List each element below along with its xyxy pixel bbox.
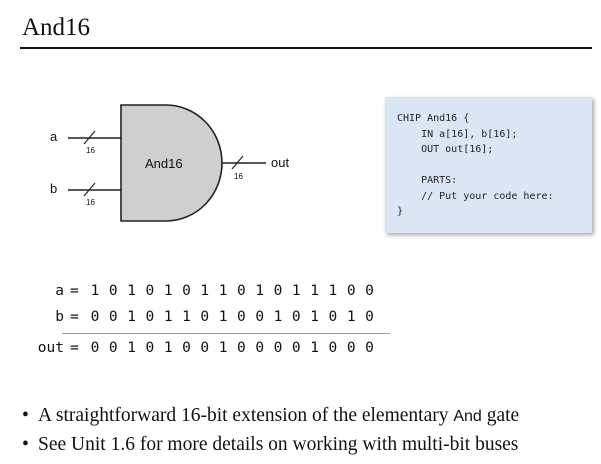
bit-row-equals: = bbox=[70, 283, 79, 299]
bit-value: 1 bbox=[328, 283, 338, 299]
bit-value: 0 bbox=[145, 340, 155, 356]
hdl-code-box: CHIP And16 { IN a[16], b[16]; OUT out[16… bbox=[385, 97, 592, 233]
bit-value: 0 bbox=[108, 283, 118, 299]
hdl-line: // Put your code here: bbox=[397, 190, 554, 202]
bit-value: 1 bbox=[273, 309, 283, 325]
bullet-code: And bbox=[453, 408, 482, 425]
bit-value: 0 bbox=[273, 340, 283, 356]
bit-value: 1 bbox=[200, 283, 210, 299]
bit-value: 0 bbox=[346, 283, 356, 299]
gate-label: And16 bbox=[145, 156, 183, 171]
bit-value: 1 bbox=[163, 309, 173, 325]
and-gate-body bbox=[120, 104, 223, 222]
bit-value: 1 bbox=[310, 309, 319, 325]
bullet-text: See Unit 1.6 for more details on working… bbox=[38, 434, 519, 455]
bit-value: 0 bbox=[182, 283, 191, 299]
bit-row-equals: = bbox=[70, 309, 79, 325]
bit-value: 0 bbox=[365, 340, 374, 356]
bit-value: 1 bbox=[127, 340, 136, 356]
bit-value: 1 bbox=[90, 283, 100, 299]
bit-value: 1 bbox=[127, 309, 136, 325]
hdl-line: CHIP And16 { bbox=[397, 113, 470, 124]
bit-value: 1 bbox=[218, 283, 228, 299]
bit-value: 1 bbox=[218, 340, 228, 356]
bit-row-name: a bbox=[55, 283, 64, 299]
input-b-width-label: 16 bbox=[86, 198, 95, 207]
hdl-line: OUT out[16]; bbox=[397, 144, 494, 155]
input-b-label: b bbox=[50, 181, 57, 196]
input-a-label: a bbox=[50, 129, 58, 144]
bullet-list: • A straightforward 16-bit extension of t… bbox=[22, 405, 519, 463]
bit-value: 0 bbox=[291, 309, 301, 325]
bit-row-equals: = bbox=[70, 340, 79, 356]
bit-value: 0 bbox=[273, 283, 283, 299]
bit-value: 1 bbox=[218, 309, 228, 325]
bit-value: 1 bbox=[310, 340, 319, 356]
bullet-tail: gate bbox=[481, 405, 520, 426]
bit-value: 0 bbox=[346, 340, 356, 356]
bit-value: 1 bbox=[310, 283, 319, 299]
bit-value: 0 bbox=[200, 309, 210, 325]
bit-value: 1 bbox=[182, 309, 191, 325]
bit-value: 0 bbox=[200, 340, 210, 356]
bit-value: 1 bbox=[255, 283, 265, 299]
bit-value: 0 bbox=[145, 283, 155, 299]
bullet-dot: • bbox=[22, 405, 29, 426]
output-label: out bbox=[271, 155, 289, 170]
hdl-line bbox=[397, 158, 592, 174]
bit-value: 1 bbox=[163, 340, 173, 356]
bit-row-name: b bbox=[55, 309, 64, 325]
bit-row-name: out bbox=[37, 340, 64, 356]
bit-value: 0 bbox=[255, 309, 265, 325]
bit-value: 0 bbox=[90, 340, 100, 356]
hdl-line: IN a[16], b[16]; bbox=[397, 128, 518, 140]
bit-value: 0 bbox=[182, 340, 191, 356]
bit-value: 0 bbox=[328, 340, 338, 356]
bit-value: 0 bbox=[237, 309, 246, 325]
bullet-item: • See Unit 1.6 for more details on workin… bbox=[22, 434, 519, 463]
bullet-text: A straightforward 16-bit extension of th… bbox=[38, 405, 454, 426]
bit-value: 1 bbox=[291, 283, 301, 299]
output-bus-slash bbox=[231, 155, 244, 170]
bit-value: 0 bbox=[291, 340, 301, 356]
bullet-item: • A straightforward 16-bit extension of t… bbox=[22, 405, 519, 434]
bullet-dot: • bbox=[22, 434, 29, 455]
bit-value: 0 bbox=[365, 309, 374, 325]
and16-gate-diagram: a b 16 16 And16 16 out bbox=[50, 104, 289, 222]
slide-title: And16 bbox=[22, 14, 91, 41]
bit-value: 1 bbox=[346, 309, 356, 325]
bit-value: 1 bbox=[163, 283, 173, 299]
result-underline bbox=[62, 333, 390, 334]
bit-value: 0 bbox=[237, 283, 246, 299]
hdl-line: PARTS: bbox=[397, 175, 458, 186]
bit-value: 0 bbox=[108, 309, 118, 325]
input-b-bus-slash bbox=[83, 182, 96, 197]
output-width-label: 16 bbox=[234, 172, 243, 181]
bit-value: 0 bbox=[237, 340, 246, 356]
bit-value: 0 bbox=[328, 309, 338, 325]
bit-value: 0 bbox=[90, 309, 100, 325]
bit-value: 0 bbox=[108, 340, 118, 356]
title-divider bbox=[20, 47, 592, 49]
hdl-line: } bbox=[397, 206, 404, 217]
bit-value: 0 bbox=[255, 340, 265, 356]
input-a-bus-slash bbox=[83, 130, 96, 145]
bit-value: 1 bbox=[127, 283, 136, 299]
bit-value: 0 bbox=[365, 283, 374, 299]
input-a-width-label: 16 bbox=[86, 146, 95, 155]
bit-value: 0 bbox=[145, 309, 155, 325]
